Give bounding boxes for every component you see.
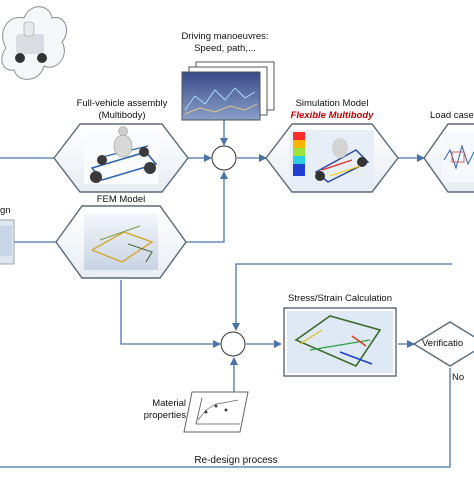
line-redesign-loop-back — [232, 263, 452, 331]
simulation-label-line1: Simulation Model — [295, 98, 369, 109]
verification-diamond — [412, 321, 474, 367]
stress-label: Stress/Strain Calculation — [287, 293, 393, 304]
full-vehicle-label-line2: (Multibody) — [98, 110, 146, 121]
design-image — [0, 219, 15, 265]
material-label-line1: Material — [152, 398, 186, 409]
full-vehicle-label-line1: Full-vehicle assembly — [76, 98, 168, 109]
line-fem-to-junction — [186, 171, 228, 243]
fem-hexagon — [55, 205, 187, 279]
connectors — [0, 118, 452, 468]
line-fem-to-junction2 — [120, 280, 221, 348]
simulation-hexagon — [265, 123, 399, 193]
line-redesign-loop — [0, 368, 451, 468]
simulation-label-line2: Flexible Multibody — [290, 110, 374, 121]
driving-data-stack — [181, 61, 275, 121]
load-case-label: Load case — [430, 110, 474, 121]
stress-calculation-box — [283, 307, 397, 377]
driving-label-line1: Driving manoeuvres: — [181, 31, 269, 42]
verification-label: Verificatio — [422, 338, 464, 349]
design-label: gn — [0, 205, 11, 216]
load-case-hexagon — [423, 123, 474, 193]
material-label-line2: properties — [143, 410, 186, 421]
no-label: No — [452, 372, 465, 383]
fem-label: FEM Model — [96, 194, 146, 205]
cloud-vehicle-image — [1, 6, 67, 80]
driving-label-line2: Speed, path,... — [194, 43, 256, 54]
material-properties-sheet — [183, 391, 249, 433]
junction-upper — [211, 145, 237, 171]
full-vehicle-hexagon — [53, 123, 189, 193]
redesign-label: Re-design process — [194, 455, 278, 466]
junction-lower — [220, 331, 246, 357]
